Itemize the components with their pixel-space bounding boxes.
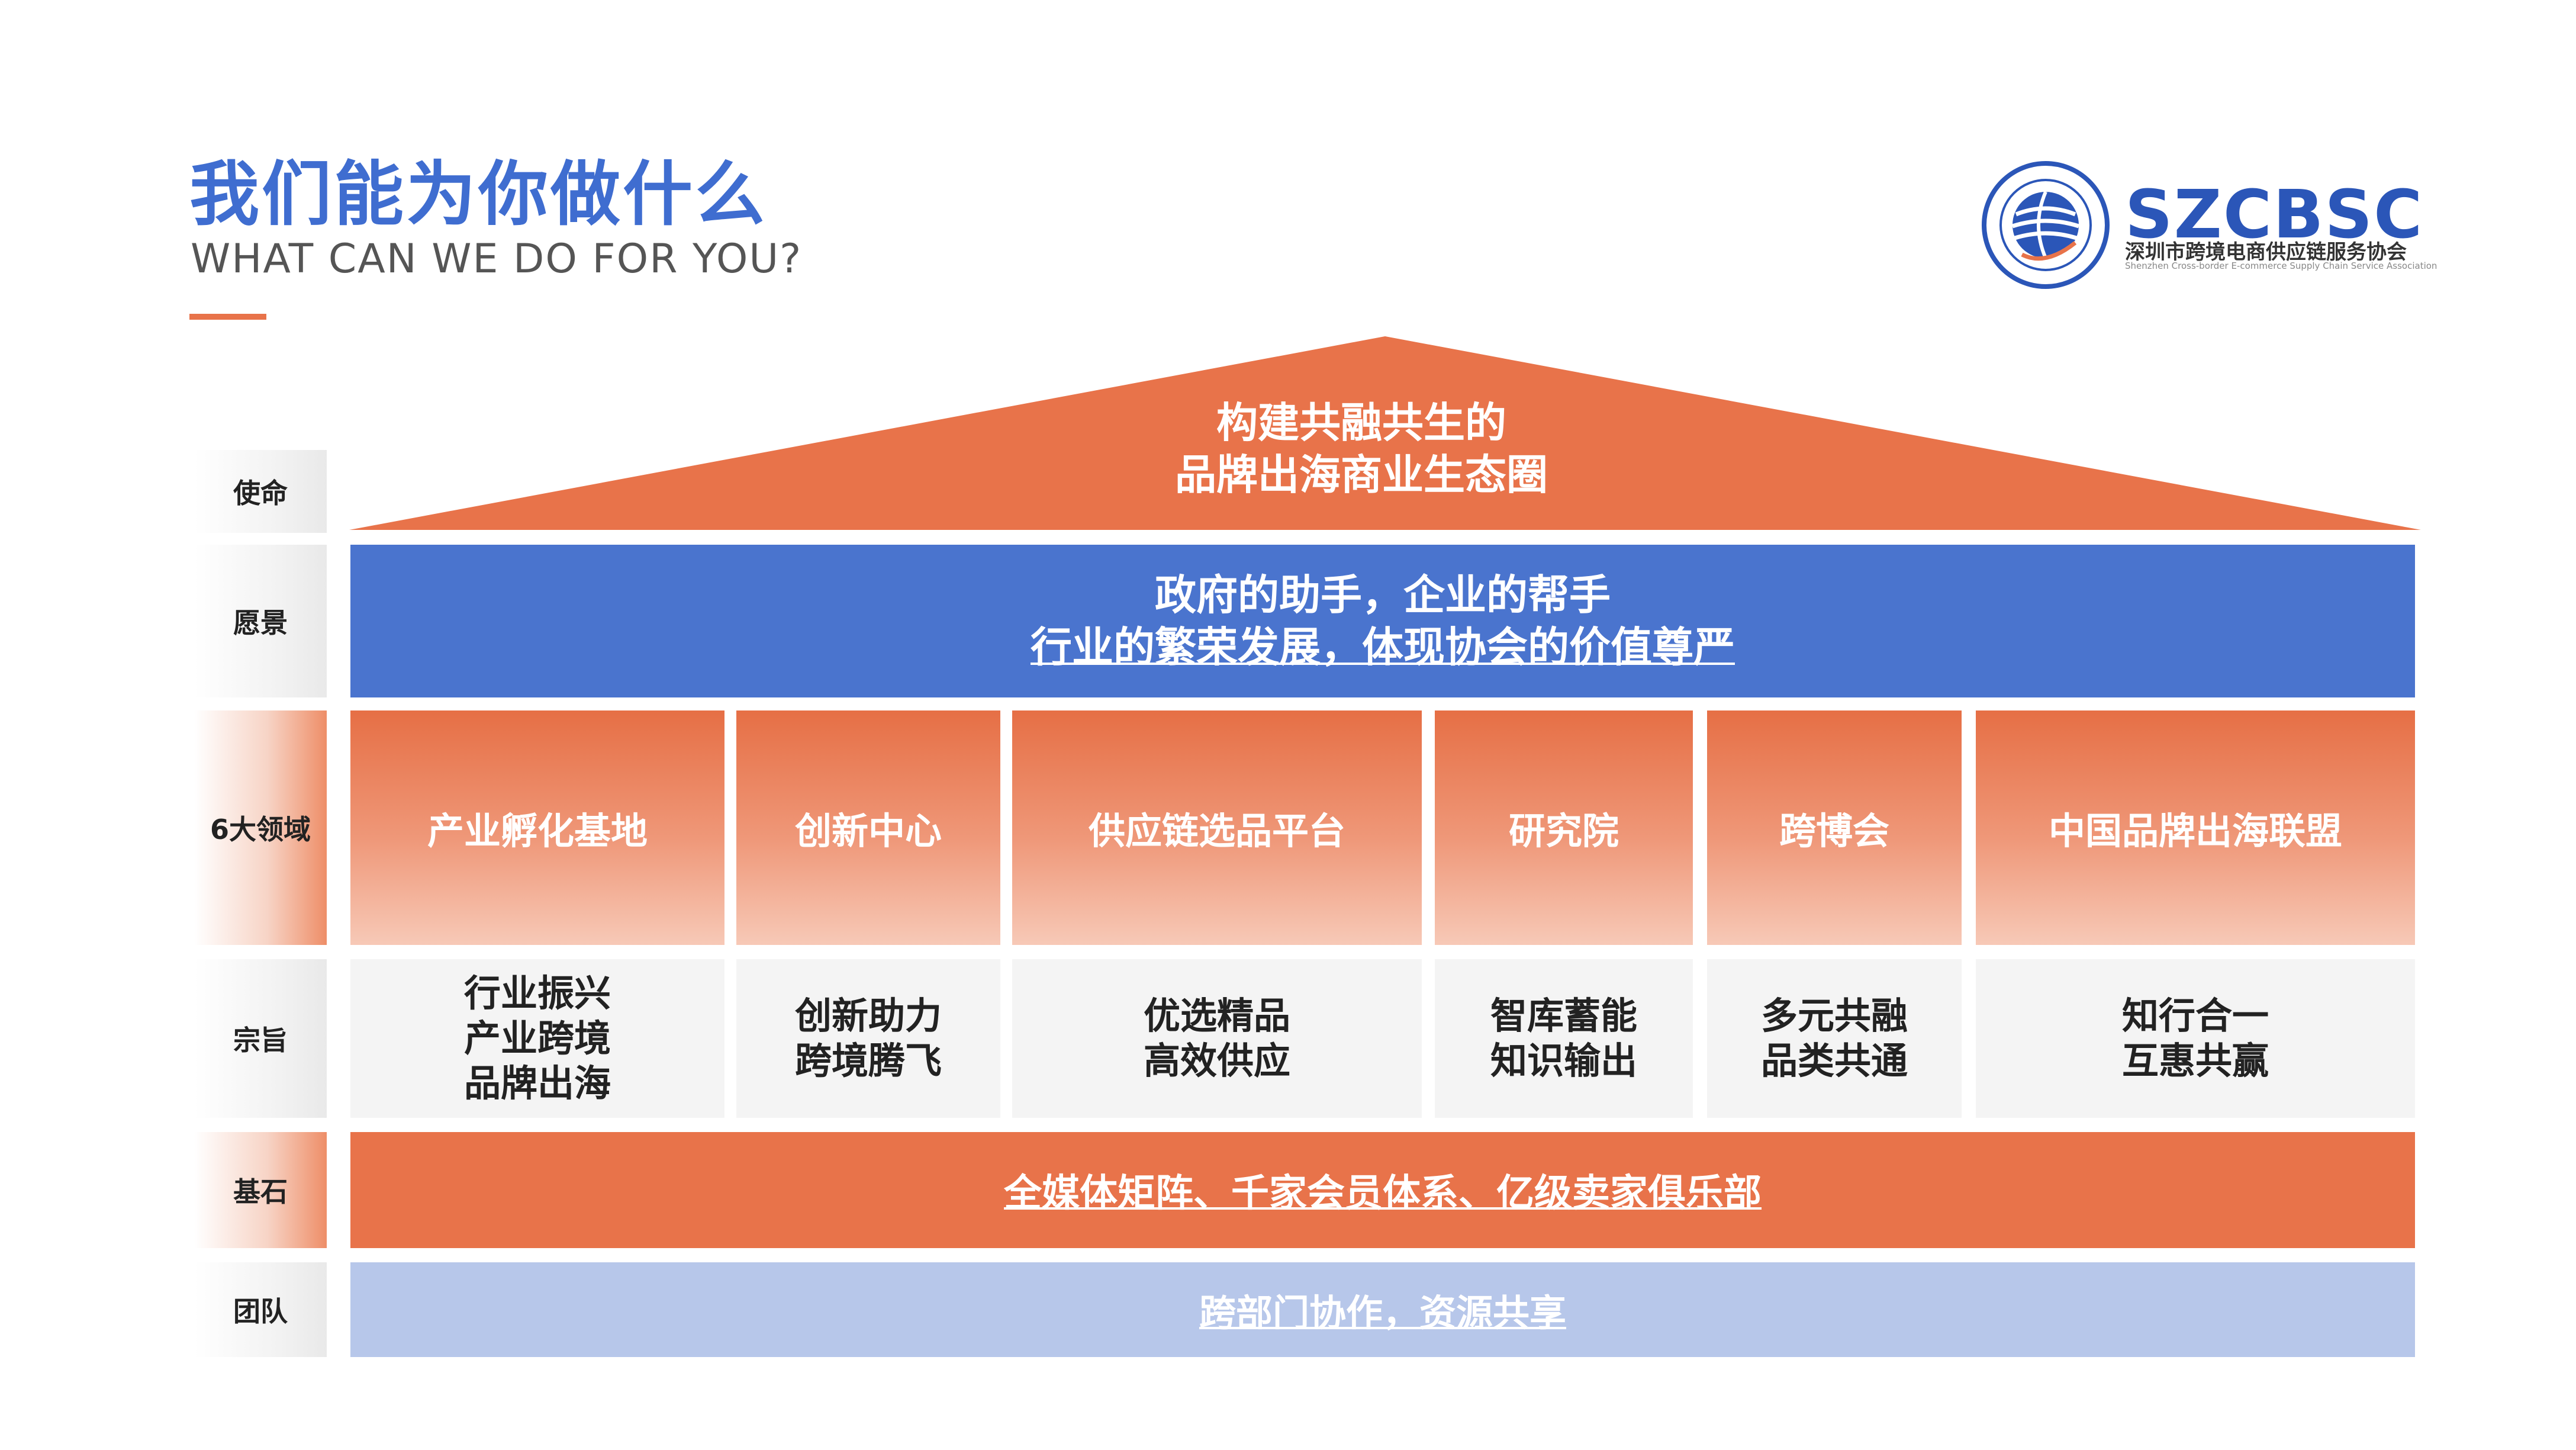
vision-band: 政府的助手，企业的帮手 行业的繁荣发展，体现协会的价值尊严 (350, 545, 2415, 697)
domain-cell: 研究院 (1435, 710, 1693, 945)
logo-wordmark: SZCBSC (2125, 176, 2424, 253)
row-label-vision: 愿景 (194, 545, 327, 697)
row-label-foundation: 基石 (194, 1132, 327, 1248)
logo-english-name: Shenzhen Cross-border E-commerce Supply … (2125, 261, 2437, 271)
vision-line-1: 政府的助手，企业的帮手 (1155, 571, 1611, 619)
purpose-cell: 多元共融 品类共通 (1707, 959, 1962, 1118)
vision-line-2: 行业的繁荣发展，体现协会的价值尊严 (1031, 623, 1735, 671)
row-label-mission: 使命 (194, 450, 327, 533)
globe-logo-icon (1982, 161, 2110, 289)
mission-line-2: 品牌出海商业生态圈 (1175, 451, 1548, 499)
domain-cell: 中国品牌出海联盟 (1976, 710, 2415, 945)
row-label-domains: 6大领域 (194, 710, 327, 945)
team-text: 跨部门协作，资源共享 (1199, 1291, 1566, 1335)
domain-cell: 跨博会 (1707, 710, 1962, 945)
foundation-band: 全媒体矩阵、千家会员体系、亿级卖家俱乐部 (350, 1132, 2415, 1248)
purpose-cell: 知行合一 互惠共赢 (1976, 959, 2415, 1118)
team-band: 跨部门协作，资源共享 (350, 1262, 2415, 1357)
foundation-text: 全媒体矩阵、千家会员体系、亿级卖家俱乐部 (1004, 1172, 1762, 1216)
row-label-purpose: 宗旨 (194, 959, 327, 1118)
domain-cell: 供应链选品平台 (1012, 710, 1422, 945)
mission-text: 构建共融共生的 品牌出海商业生态圈 (947, 397, 1776, 501)
mission-line-1: 构建共融共生的 (1216, 398, 1506, 447)
domain-cell: 创新中心 (736, 710, 1000, 945)
purpose-cell: 智库蓄能 知识输出 (1435, 959, 1693, 1118)
purpose-cell: 行业振兴 产业跨境 品牌出海 (350, 959, 724, 1118)
row-label-team: 团队 (194, 1262, 327, 1357)
purpose-cell: 优选精品 高效供应 (1012, 959, 1422, 1118)
page-title: 我们能为你做什么 (189, 153, 768, 235)
domain-cell: 产业孵化基地 (350, 710, 724, 945)
page-subtitle: WHAT CAN WE DO FOR YOU? (191, 236, 803, 282)
mission-roof (349, 336, 2421, 530)
purpose-cell: 创新助力 跨境腾飞 (736, 959, 1000, 1118)
logo-subtitle: 深圳市跨境电商供应链服务协会 (2125, 240, 2407, 264)
title-accent-rule (189, 314, 266, 320)
